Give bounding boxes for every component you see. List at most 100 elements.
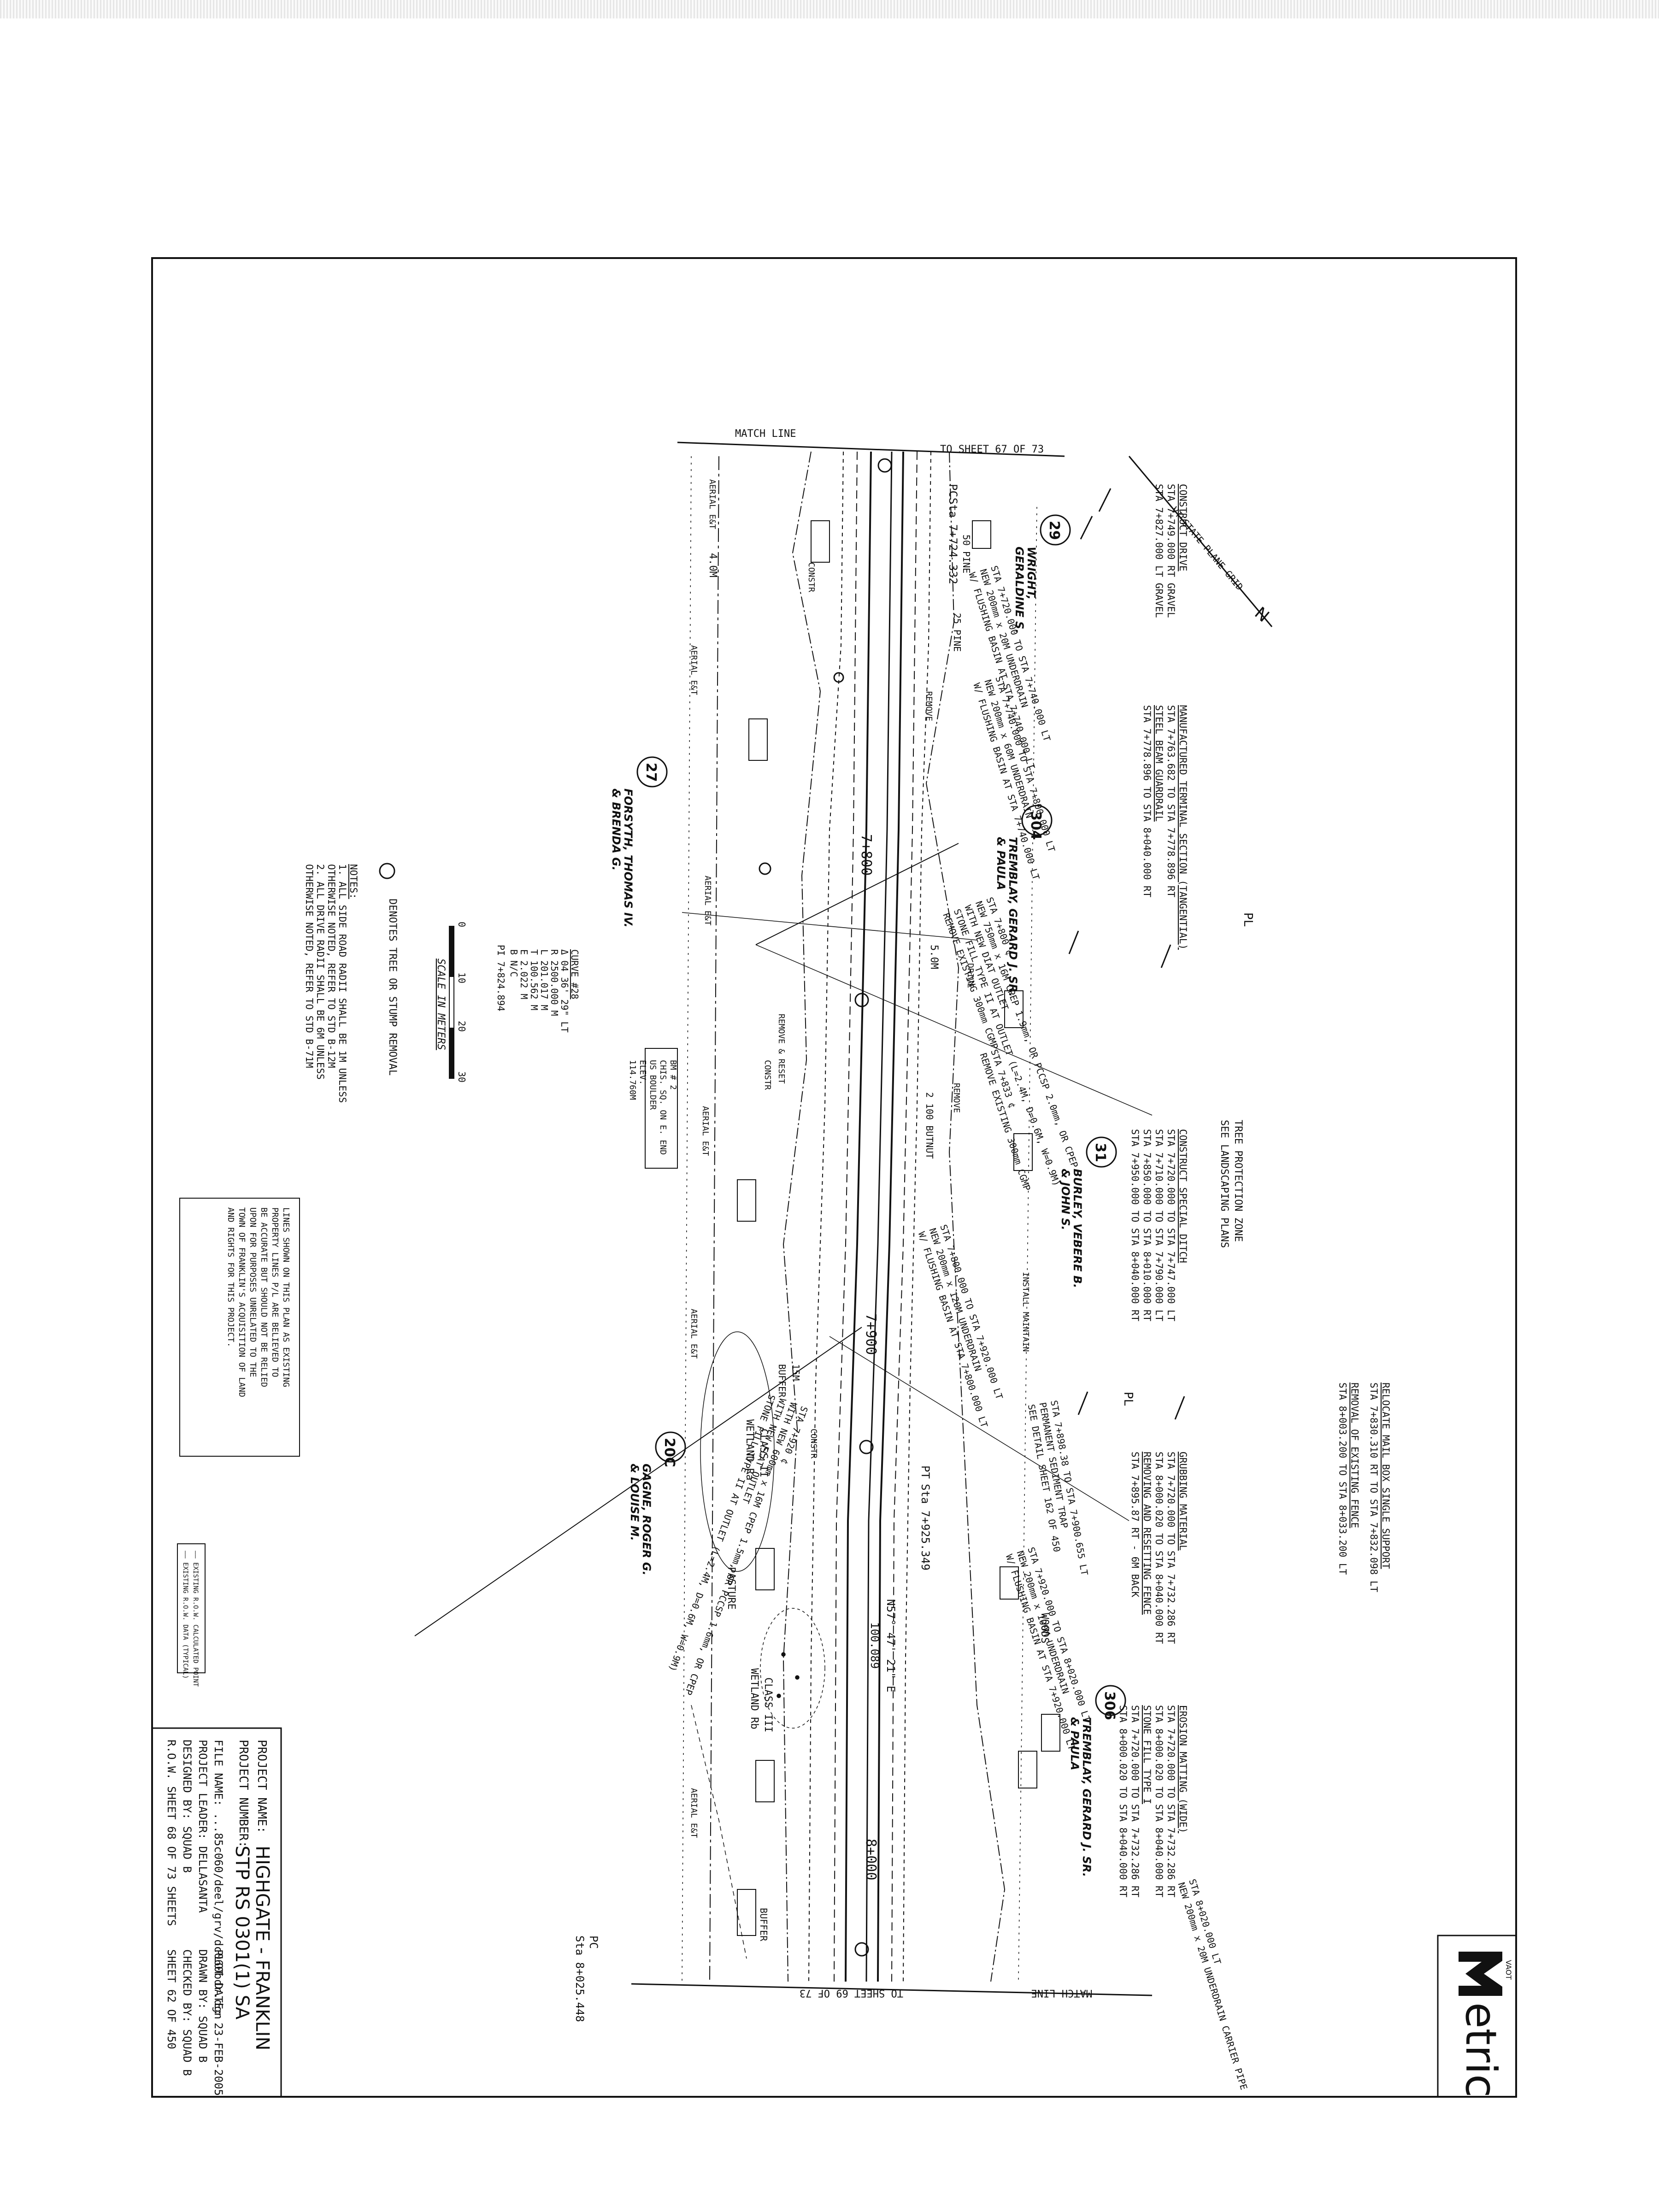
- class2: CLASS II: [758, 1429, 769, 1477]
- row-legend-line-1: —— EXISTING R.O.W. DATA (TYPICAL): [182, 1551, 189, 1679]
- owner-parcel-circle: [1086, 1136, 1117, 1168]
- station-labels: PC Sta 7+724.332 7+800 7+900 PT Sta 7+92…: [573, 484, 959, 2022]
- curve-line-3: L 201.017 M: [539, 949, 550, 1010]
- constr-1: CONSTR: [806, 562, 816, 592]
- scale-tick-20: 20: [456, 1021, 467, 1032]
- aerial-e-5: AERIAL E&T: [689, 1309, 699, 1359]
- benchmark-line-3: ELEV.: [638, 1060, 647, 1085]
- misc-labels: TREE PROTECTION ZONE SEE LANDSCAPING PLA…: [689, 479, 1255, 1941]
- note-row1-4-3: STONE FILL TYPE I: [1141, 1705, 1153, 1804]
- file-name: FILE NAME: ...85c060/deel/grv/dc060bdr.d…: [212, 1740, 225, 2019]
- dim-40: 4.0M: [707, 553, 718, 577]
- tree-removal-legend: DENOTES TREE OR STUMP REMOVAL: [387, 899, 398, 1076]
- curve-line-5: E 2.022 M: [518, 949, 529, 999]
- general-notes: NOTES:1. ALL SIDE ROAD RADII SHALL BE 1M…: [304, 864, 359, 1103]
- note-row1-4-2: STA 8+000.020 TO STA 8+040.000 RT: [1153, 1705, 1165, 1898]
- benchmark-line-0: BM # 2: [668, 1060, 678, 1090]
- note-row1-1-3: STA 7+778.896 TO STA 8+040.000 RT: [1141, 705, 1153, 898]
- curve-line-2: R 2500.000 M: [549, 949, 560, 1016]
- drawn-by: DRAWN BY: SQUAD B: [196, 1949, 209, 2063]
- owner-name: GAGNE, ROGER G.: [640, 1464, 653, 1576]
- pt: PT: [919, 1465, 932, 1479]
- pl-label-1: PL: [1241, 912, 1255, 927]
- designed-by: DESIGNED BY: SQUAD B: [181, 1740, 194, 1873]
- match-line-bottom-ref: TO SHEET 69 OF 73: [800, 1987, 903, 1999]
- row-lines: [414, 456, 1153, 1982]
- owner-parcel-number: 20C: [661, 1438, 677, 1467]
- manholes: [759, 458, 892, 1957]
- pl-ticks: [1068, 488, 1185, 1420]
- pipe-callout-boxes: [737, 520, 1060, 1936]
- benchmark-line-4: 114.760M: [628, 1060, 637, 1100]
- plot-date: PLOT DATE: 23-FEB-2005: [212, 1949, 225, 2096]
- owner-name-2: & PAULA: [994, 837, 1007, 890]
- owner-name: WRIGHT,: [1025, 547, 1038, 600]
- callout-7-1: NEW 200mm x 20M UNDERDRAIN CARRIER PIPE: [1176, 1881, 1249, 2091]
- aerial-e-6: AERIAL E&T: [689, 1788, 699, 1838]
- bearing-a: N57° 47' 21" E: [884, 1599, 897, 1692]
- disclaimer-box: LINES SHOWN ON THIS PLAN AS EXISTINGPROP…: [179, 1198, 300, 1457]
- aerial-e-2: AERIAL E&T: [689, 645, 699, 695]
- logo-box: etric VAOT: [1437, 1935, 1517, 2098]
- owner-parcel-number: 306: [1101, 1691, 1118, 1720]
- aerial-e-1: AERIAL E&T: [707, 479, 717, 529]
- logo-tag: VAOT: [1504, 1960, 1513, 1980]
- note-row1-4-1: STA 7+720.000 TO STA 7+732.286 RT: [1165, 1705, 1177, 1898]
- tree-protection-2: SEE LANDSCAPING PLANS: [1218, 1120, 1230, 1248]
- scale-tick-30: 30: [456, 1071, 467, 1082]
- buffer-2: BUFFER: [758, 1908, 769, 1941]
- tree-removal-symbol-icon: [379, 863, 395, 879]
- callout-8-1: WITH NEW 600mm x 16M CPEP 1.5mm, OR PCCS…: [682, 1401, 799, 1697]
- match-line-bottom: MATCH LINE TO SHEET 69 OF 73: [631, 1983, 1153, 1999]
- scale-bar: 0 10 20 30 SCALE IN METERS: [435, 922, 467, 1082]
- owner-name-2: & JOHN S.: [1059, 1169, 1072, 1230]
- project-name: HIGHGATE - FRANKLIN: [252, 1846, 273, 2050]
- general-note-1: 1. ALL SIDE ROAD RADII SHALL BE 1M UNLES…: [337, 864, 348, 1103]
- sheet-border: [151, 257, 1517, 2098]
- scale-label: SCALE IN METERS: [435, 959, 447, 1050]
- logo-text: etric: [1456, 2002, 1506, 2098]
- note-row1-1-2: STEEL BEAM GUARDRAIL: [1153, 705, 1165, 822]
- pc-top: PC: [947, 484, 959, 497]
- note-row1-2-3: STA 7+850.000 TO STA 8+010.000 RT: [1141, 1129, 1153, 1322]
- pasture: PASTURE: [725, 1567, 737, 1610]
- legend: DENOTES TREE OR STUMP REMOVAL 0 10 20 30…: [379, 863, 467, 1082]
- row-legend-line-0: —— EXISTING R.O.W. CALCULATED POINT: [192, 1551, 199, 1687]
- butnut: 2 100 BUTNUT: [924, 1092, 935, 1159]
- constr-2: CONSTR: [763, 1060, 772, 1090]
- pc-top-sta: Sta 7+724.332: [947, 498, 959, 584]
- owner-name: FORSYTH, THOMAS IV.: [622, 788, 635, 928]
- sheet-number: SHEET 62 OF 450: [165, 1949, 178, 2049]
- pine-2: 25 PINE: [952, 613, 963, 652]
- dim-50: 5.0M: [928, 945, 940, 969]
- pt-sta: Sta 7+925.349: [919, 1484, 932, 1571]
- owner-parcel-circle: [636, 756, 668, 788]
- note-row2-1-1: STA 8+003.200 TO STA 8+033.200 LT: [1337, 1382, 1348, 1575]
- note-row1-0-1: STA 7+749.000 RT GRAVEL: [1165, 484, 1177, 618]
- general-note-0: NOTES:: [348, 864, 359, 899]
- remove-1: REMOVE: [924, 691, 934, 721]
- scale-tick-10: 10: [456, 972, 467, 983]
- owner-parcel-circle: [1021, 805, 1053, 836]
- sta-7800: 7+800: [858, 834, 874, 876]
- note-row1-0-0: CONSTRUCT DRIVE: [1177, 484, 1188, 571]
- match-line-top: MATCH LINE TO SHEET 67 OF 73: [677, 428, 1065, 457]
- owner-name: BURLEY, VEBERE B.: [1071, 1169, 1084, 1288]
- benchmark-line-2: US BOULDER: [648, 1060, 658, 1110]
- row-legend-box: —— EXISTING R.O.W. CALCULATED POINT—— EX…: [177, 1543, 206, 1687]
- note-row2-1-0: REMOVAL OF EXISTING FENCE: [1349, 1382, 1360, 1528]
- owner-parcel-number: 29: [1046, 521, 1062, 540]
- note-row1-2-4: STA 7+950.000 TO STA 8+040.000 RT: [1130, 1129, 1141, 1322]
- owner-name-2: & LOUISE M.: [628, 1464, 641, 1541]
- project-leader: PROJECT LEADER: DELLASANTA: [196, 1740, 209, 1913]
- sta-7900: 7+900: [863, 1313, 879, 1355]
- remove-reset: REMOVE & RESET: [777, 1014, 786, 1084]
- m-logo-icon: [1459, 1952, 1502, 1996]
- aerial-e-3: AERIAL E&T: [703, 876, 712, 926]
- owner-parcel-circle: [1040, 514, 1071, 546]
- project-name-label: PROJECT NAME:: [255, 1740, 269, 1834]
- general-note-4: OTHERWISE NOTED, REFER TO STD B-71M: [304, 864, 315, 1068]
